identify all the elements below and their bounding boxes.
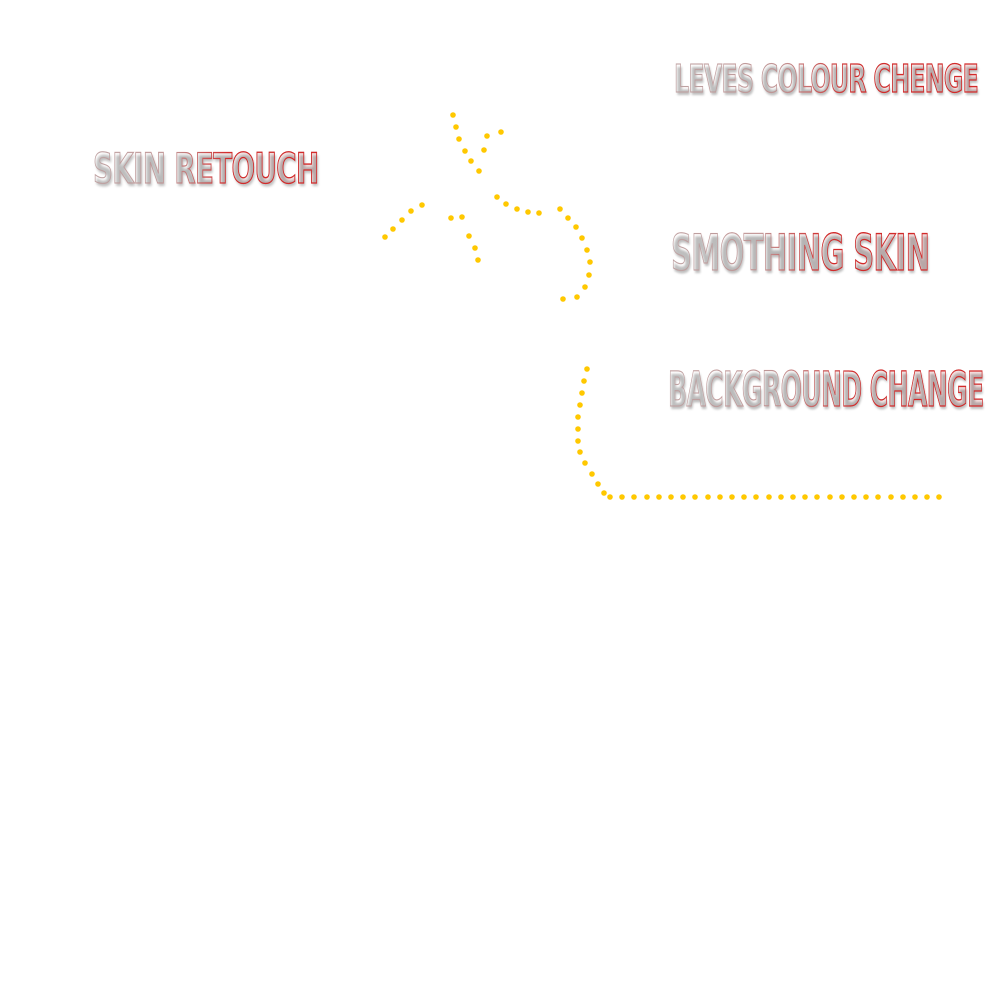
connector-dot: [476, 168, 482, 174]
connector-dot: [741, 494, 747, 500]
connector-dot: [494, 194, 500, 200]
connector-dot: [802, 494, 808, 500]
label-background-change: BACKGROUND CHANGE BACKGROUND CHANGE: [668, 362, 985, 418]
connector-dot: [466, 233, 472, 239]
label-text: SMOTHING SKIN: [671, 224, 930, 282]
connector-dot: [619, 494, 625, 500]
connector-dot: [525, 209, 531, 215]
connector-dot: [595, 481, 601, 487]
connector-dot: [456, 136, 462, 142]
connector-dot: [900, 494, 906, 500]
connector-dot: [790, 494, 796, 500]
connector-dot: [668, 494, 674, 500]
connector-dot: [472, 245, 478, 251]
connector-dot: [468, 158, 474, 164]
connector-dot: [912, 494, 918, 500]
connector-dot: [503, 201, 509, 207]
connector-cheek: [494, 194, 542, 216]
connector-nose: [448, 214, 481, 263]
connector-dot: [863, 494, 869, 500]
connector-dot: [875, 494, 881, 500]
connector-dot: [574, 294, 580, 300]
connector-dot: [536, 210, 542, 216]
connector-dot: [584, 247, 590, 253]
connector-dot: [577, 402, 583, 408]
connector-dot: [565, 215, 571, 221]
connector-dot: [577, 449, 583, 455]
connector-dot: [579, 235, 585, 241]
label-text: BACKGROUND CHANGE: [668, 362, 985, 418]
connector-dot: [475, 257, 481, 263]
connector-dot: [399, 217, 405, 223]
connector-dot: [419, 202, 425, 208]
label-text: SKIN RETOUCH: [93, 144, 320, 193]
connector-dot: [462, 148, 468, 154]
connector-dot: [607, 494, 613, 500]
connector-dot: [601, 490, 607, 496]
connector-dot: [579, 390, 585, 396]
connector-dot: [729, 494, 735, 500]
connector-dot: [481, 147, 487, 153]
connector-dot: [581, 378, 587, 384]
connector-dot: [459, 214, 465, 220]
connector-dot: [839, 494, 845, 500]
connector-dot: [382, 234, 388, 240]
label-smothing-skin: SMOTHING SKIN SMOTHING SKIN: [671, 224, 931, 282]
connector-dot: [557, 206, 563, 212]
connector-dot: [575, 414, 581, 420]
connector-dot: [705, 494, 711, 500]
connector-dot: [448, 215, 454, 221]
label-text: LEVES COLOUR CHENGE: [674, 57, 979, 101]
connector-jaw: [557, 206, 593, 302]
connector-dot: [692, 494, 698, 500]
connector-dot: [408, 208, 414, 214]
connector-dot: [453, 124, 459, 130]
connector-dot: [680, 494, 686, 500]
connector-dot: [851, 494, 857, 500]
connector-dot: [888, 494, 894, 500]
connector-dot: [575, 426, 581, 432]
connector-dot: [766, 494, 772, 500]
connector-dot: [753, 494, 759, 500]
connector-dot: [717, 494, 723, 500]
connector-dot: [584, 366, 590, 372]
connector-dot: [656, 494, 662, 500]
connector-dot: [631, 494, 637, 500]
connector-dot: [575, 438, 581, 444]
connector-dot: [924, 494, 930, 500]
connector-dot: [560, 296, 566, 302]
connector-dot: [498, 129, 504, 135]
connector-dot: [778, 494, 784, 500]
label-leves-colour-change: LEVES COLOUR CHENGE LEVES COLOUR CHENGE: [674, 57, 979, 101]
connector-dot: [484, 133, 490, 139]
connector-dot: [514, 206, 520, 212]
connector-dot: [573, 224, 579, 230]
connector-dot: [582, 284, 588, 290]
connector-eyebrow-left: [382, 202, 425, 240]
connector-dot: [586, 272, 592, 278]
connector-dot: [936, 494, 942, 500]
connector-dot: [582, 460, 588, 466]
connector-dot: [644, 494, 650, 500]
connector-dot: [390, 226, 396, 232]
connector-dot: [450, 112, 456, 118]
connector-eye-v: [450, 112, 504, 174]
connector-dot: [814, 494, 820, 500]
label-skin-retouch: SKIN RETOUCH SKIN RETOUCH: [93, 144, 320, 193]
connector-dot: [589, 471, 595, 477]
connector-dot: [587, 259, 593, 265]
connector-dot: [827, 494, 833, 500]
